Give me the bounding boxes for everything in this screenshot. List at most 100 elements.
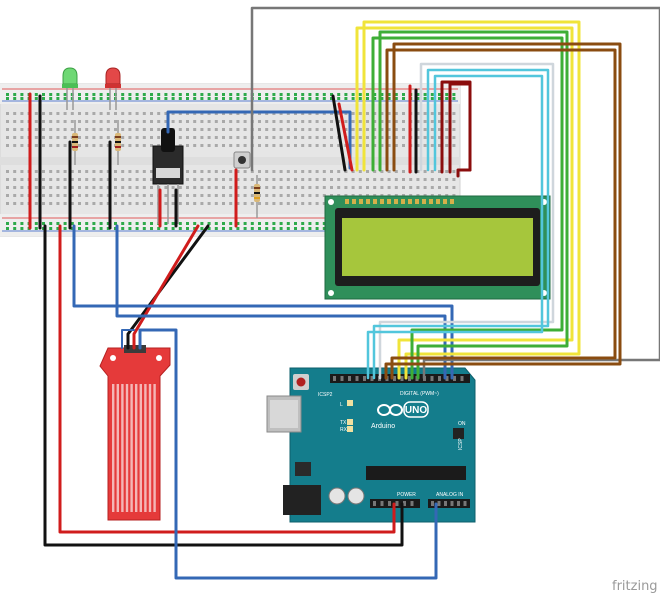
breadboard-hole [337,178,341,181]
breadboard-hole [236,97,240,100]
breadboard-hole [34,186,38,189]
breadboard-hole [294,227,297,230]
breadboard-hole [70,194,74,197]
breadboard-hole [250,170,254,173]
breadboard-hole [423,120,427,123]
breadboard-hole [452,112,456,115]
breadboard-hole [265,222,269,225]
breadboard-hole [56,120,60,123]
breadboard-hole [214,202,218,205]
fritzing-watermark: fritzing [612,579,658,594]
breadboard-hole [106,194,110,197]
breadboard-hole [373,186,377,189]
breadboard-hole [222,93,225,96]
breadboard-hole [150,222,153,225]
breadboard-hole [258,178,261,181]
arduino-brand-label: Arduino [371,423,395,430]
breadboard-hole [322,202,326,205]
breadboard-hole [99,97,103,100]
breadboard-hole [229,128,233,131]
breadboard [0,83,461,237]
breadboard-hole [265,170,269,173]
breadboard-hole [13,128,17,131]
wire-green-lcd-data [371,36,564,380]
breadboard-hole [186,144,189,147]
breadboard-hole [157,93,161,96]
breadboard-hole [42,194,45,197]
breadboard-hole [402,186,405,189]
breadboard-hole [6,222,9,225]
breadboard-hole [430,136,434,139]
breadboard-hole [142,120,146,123]
breadboard-hole [373,120,377,123]
breadboard-hole [142,178,146,181]
breadboard-hole [34,194,38,197]
breadboard-hole [150,93,153,96]
breadboard-hole [6,170,9,173]
breadboard-hole [114,194,117,197]
breadboard-hole [214,178,218,181]
breadboard-hole [121,128,125,131]
breadboard-hole [13,170,17,173]
breadboard-hole [452,93,456,96]
breadboard-hole [416,186,420,189]
breadboard-hole [193,222,197,225]
breadboard-hole [49,186,53,189]
header-pin [333,376,336,381]
breadboard-hole [200,128,204,131]
breadboard-hole [20,222,24,225]
breadboard-hole [63,93,67,96]
breadboard-hole [78,136,81,139]
breadboard-hole [142,128,146,131]
breadboard-hole [128,178,132,181]
breadboard-hole [99,186,103,189]
breadboard-hole [250,202,254,205]
breadboard-hole [99,93,103,96]
breadboard-hole [142,93,146,96]
breadboard-hole [294,136,297,139]
on-led [453,428,464,439]
breadboard-hole [351,120,355,123]
breadboard-hole [193,136,197,139]
breadboard-hole [236,178,240,181]
breadboard-hole [49,120,53,123]
breadboard-hole [106,170,110,173]
breadboard-hole [387,128,391,131]
breadboard-hole [42,93,45,96]
breadboard-hole [373,144,377,147]
breadboard-hole [358,112,362,115]
breadboard-hole [301,186,305,189]
breadboard-hole [272,128,276,131]
breadboard-hole [315,222,319,225]
breadboard-hole [344,93,348,96]
breadboard-hole [92,194,96,197]
breadboard-hole [358,144,362,147]
wire-red-sensor-vcc [132,224,200,350]
breadboard-hole [142,186,146,189]
breadboard-hole [6,93,9,96]
breadboard-hole [452,144,456,147]
breadboard-hole [70,178,74,181]
breadboard-hole [114,186,117,189]
breadboard-hole [308,186,312,189]
breadboard-hole [128,194,132,197]
breadboard-hole [250,222,254,225]
tx-label: TX [340,420,347,426]
capacitor [328,487,346,505]
breadboard-hole [135,97,139,100]
breadboard-hole [445,186,449,189]
breadboard-hole [438,136,441,139]
breadboard-hole [294,202,297,205]
breadboard-hole [121,202,125,205]
breadboard-hole [56,128,60,131]
breadboard-hole [366,186,369,189]
breadboard-hole [358,97,362,100]
breadboard-hole [452,186,456,189]
breadboard-hole [34,136,38,139]
breadboard-hole [85,186,89,189]
breadboard-hole [430,128,434,131]
wire-red-lcd-vcc [337,102,354,172]
breadboard-hole [394,136,398,139]
breadboard-hole [200,202,204,205]
breadboard-hole [164,120,168,123]
